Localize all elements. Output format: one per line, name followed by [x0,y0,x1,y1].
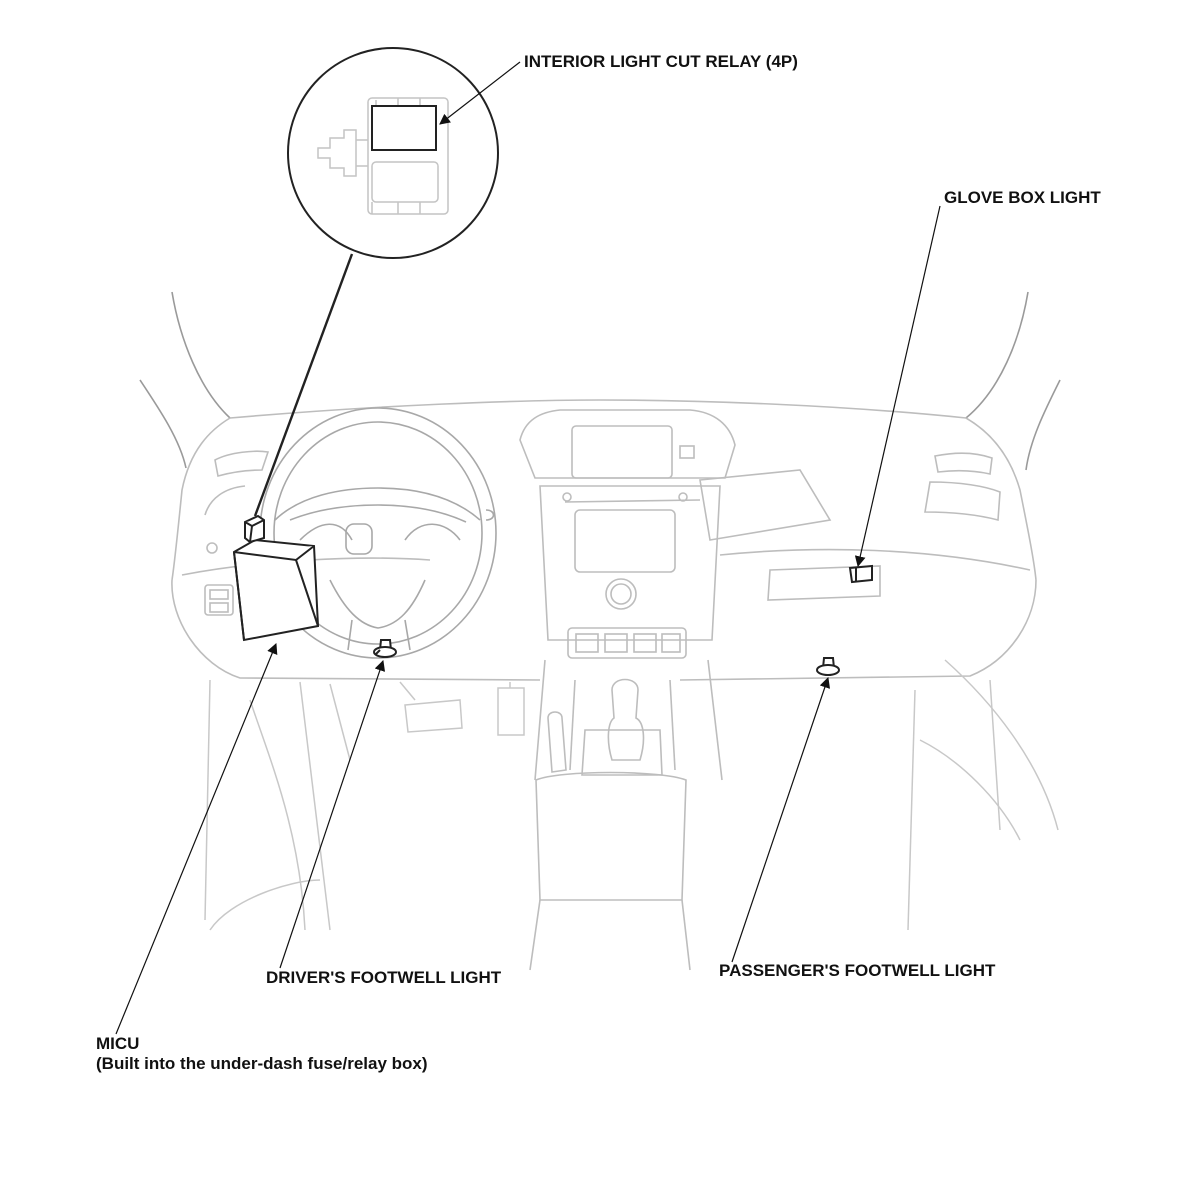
micu-title: MICU [96,1034,140,1053]
glove-box-light-label: GLOVE BOX LIGHT [944,188,1101,207]
interior-light-cut-relay-label: INTERIOR LIGHT CUT RELAY (4P) [524,52,798,71]
floor-and-pedals [204,659,1059,931]
relay-inset-circle [287,47,499,259]
relay-on-box [244,514,265,544]
callout-arrows [115,61,941,1035]
drivers-footwell-light-part [373,639,397,658]
micu-note: (Built into the under-dash fuse/relay bo… [96,1054,428,1073]
glove-box-light-part [848,564,873,584]
micu-label: MICU (Built into the under-dash fuse/rel… [96,1034,428,1074]
drivers-footwell-light-label: DRIVER'S FOOTWELL LIGHT [266,968,502,987]
center-console [519,409,736,971]
inset-leader-line [253,253,354,517]
dashboard-outline [171,399,1037,681]
a-pillars [139,291,1061,471]
passengers-footwell-light-part [816,657,840,676]
micu-box [232,538,320,642]
passengers-footwell-light-label: PASSENGER'S FOOTWELL LIGHT [719,961,996,980]
